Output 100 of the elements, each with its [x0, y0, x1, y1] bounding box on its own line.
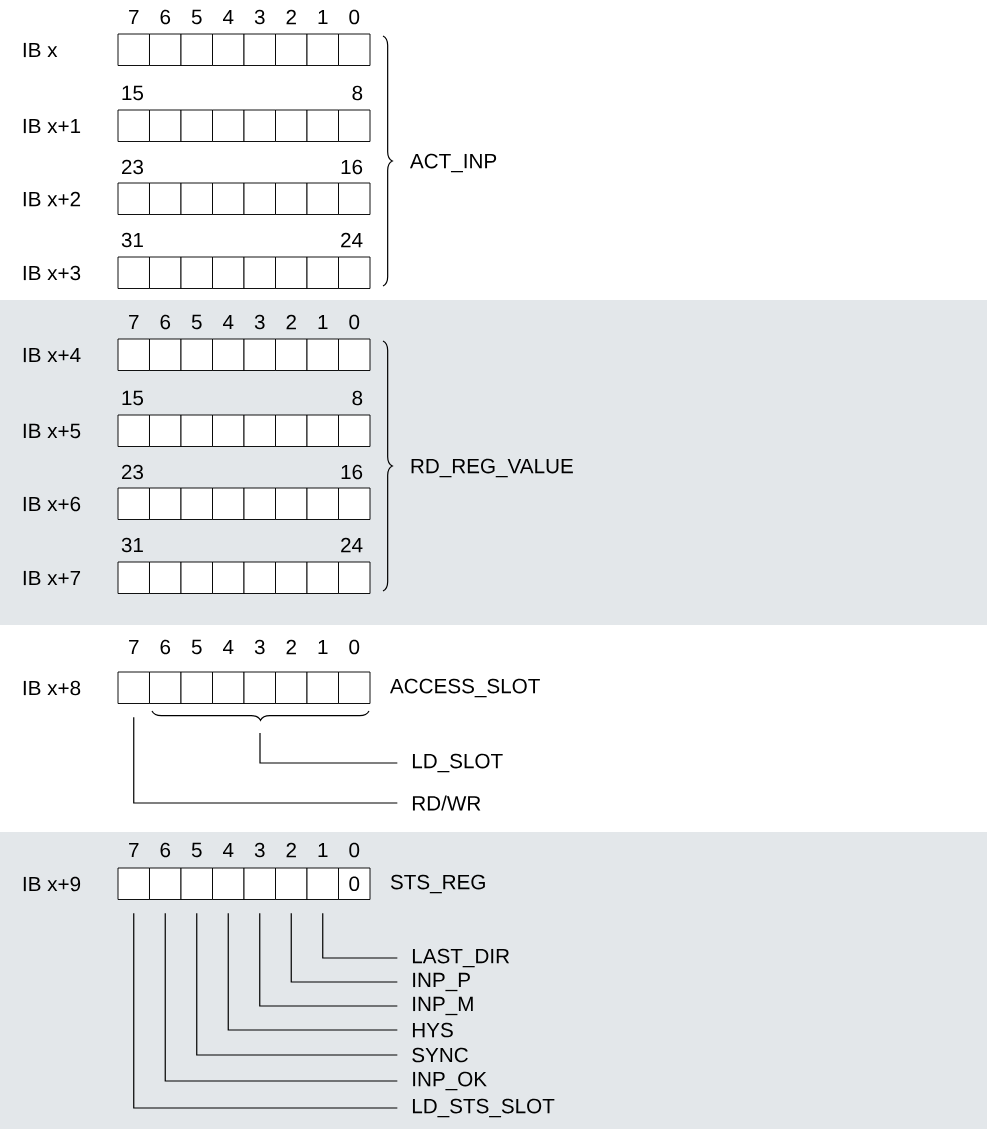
bit-cell [275, 182, 308, 215]
bit-number: 4 [223, 314, 234, 330]
bit-number: 0 [349, 314, 360, 330]
bit-cell [338, 33, 371, 66]
bit-cell [117, 561, 150, 594]
byte-label: IB x+9 [23, 876, 81, 892]
bit-number: 2 [286, 639, 296, 655]
byte-label: IB x+5 [23, 423, 81, 439]
field-label: SYNC [412, 1047, 468, 1063]
bit-cell [243, 256, 276, 289]
bit-cell [275, 109, 308, 142]
bit-cell [180, 109, 213, 142]
field-label: LAST_DIR [412, 948, 510, 968]
field-label: LD_SLOT [412, 753, 503, 773]
bit-number: 4 [223, 9, 234, 25]
bit-cell [180, 33, 213, 66]
bit-number: 3 [254, 314, 265, 330]
bit-number: 3 [254, 842, 265, 858]
bit-number: 1 [318, 639, 328, 655]
bit-cell [243, 561, 276, 594]
byte-label: IB x+1 [23, 118, 81, 134]
bit-cell [306, 33, 339, 66]
bit-cell [149, 671, 182, 704]
bit-cell [149, 109, 182, 142]
bit-cell [212, 487, 245, 520]
field-label: ACT_INP [410, 153, 497, 173]
bit-cell [212, 867, 245, 900]
bit-cell [243, 182, 276, 215]
byte-label: IB x+4 [23, 347, 81, 363]
leader-line [227, 912, 398, 1031]
bit-cell [275, 414, 308, 447]
bit-cell [338, 487, 371, 520]
bit-cell [117, 867, 150, 900]
bit-cell [243, 109, 276, 142]
bit-number: 8 [352, 85, 363, 101]
bit-cell [243, 671, 276, 704]
bit-cell [243, 867, 276, 900]
leader-line [164, 912, 398, 1082]
bit-cell [338, 256, 371, 289]
bit-cell [117, 487, 150, 520]
bit-number: 2 [286, 9, 296, 25]
bit-cell [306, 109, 339, 142]
bit-cell [180, 671, 213, 704]
bit-cell [306, 671, 339, 704]
bit-number: 5 [191, 842, 202, 858]
bit-cell [117, 671, 150, 704]
leader-line [259, 912, 398, 1007]
bit-cell [149, 867, 182, 900]
bit-number: 1 [318, 9, 328, 25]
bit-number: 6 [160, 842, 171, 858]
bit-number: 0 [349, 842, 360, 858]
bit-cell [338, 414, 371, 447]
leader-line [290, 912, 398, 983]
field-label: INP_P [413, 972, 470, 992]
bit-number: 5 [191, 9, 202, 25]
bit-cell [306, 561, 339, 594]
field-label: STS_REG [390, 874, 485, 894]
byte-label: IB x+3 [23, 265, 81, 281]
bit-cell [212, 338, 245, 371]
bit-cell [212, 414, 245, 447]
bit-number: 7 [129, 9, 139, 25]
bit-cell [212, 33, 245, 66]
byte-label: IB x+8 [23, 680, 81, 696]
bit-number: 4 [223, 639, 234, 655]
field-label: LD_STS_SLOT [412, 1098, 555, 1118]
leader-line [133, 716, 398, 804]
bit-cell [117, 256, 150, 289]
field-label: INP_OK [413, 1071, 487, 1091]
bit-number: 0 [349, 639, 360, 655]
bit-cell [275, 867, 308, 900]
bit-cell [243, 414, 276, 447]
bit-cell [149, 33, 182, 66]
bit-cell [338, 182, 371, 215]
leader-line [259, 732, 398, 764]
bit-cell [275, 256, 308, 289]
bit-cell [117, 338, 150, 371]
bit-number: 24 [341, 232, 363, 248]
field-label: ACCESS_SLOT [390, 678, 540, 698]
bit-cell [306, 256, 339, 289]
bit-cell [180, 867, 213, 900]
bit-cell [149, 338, 182, 371]
field-label: RD/WR [412, 795, 481, 811]
bit-cell [117, 182, 150, 215]
bit-cell [243, 338, 276, 371]
bit-number: 8 [352, 390, 363, 406]
bit-cell [212, 256, 245, 289]
bit-cell: 0 [338, 867, 371, 900]
bit-number: 4 [223, 842, 234, 858]
bit-number: 5 [191, 314, 202, 330]
bit-cell [180, 561, 213, 594]
bit-number: 23 [122, 464, 143, 480]
bit-number: 3 [254, 639, 265, 655]
bit-cell [212, 561, 245, 594]
bit-number: 0 [349, 9, 360, 25]
bit-number: 16 [341, 464, 363, 480]
bit-number: 3 [254, 9, 265, 25]
bit-cell [149, 182, 182, 215]
bit-number: 6 [160, 639, 171, 655]
byte-label: IB x+2 [23, 191, 81, 207]
bit-cell [212, 671, 245, 704]
